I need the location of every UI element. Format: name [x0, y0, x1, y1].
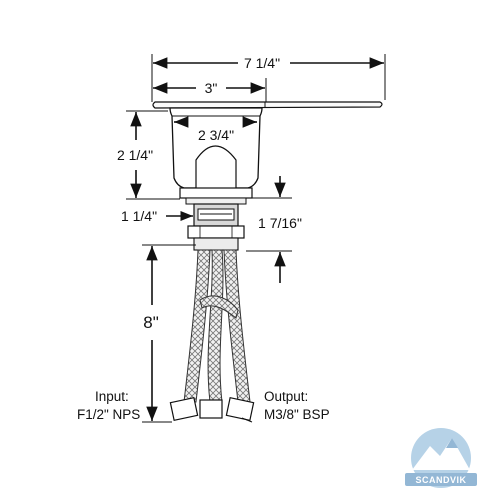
output-spec: M3/8" BSP — [264, 407, 330, 422]
output-label: Output: — [264, 389, 308, 404]
input-spec: F1/2" NPS — [77, 407, 140, 422]
input-note: Input: F1/2" NPS — [77, 389, 140, 422]
flange-width-label: 3" — [205, 80, 218, 96]
scandvik-logo: SCANDVIK — [405, 428, 477, 488]
flange-width-dimension: 3" — [151, 78, 267, 102]
logo-text: SCANDVIK — [415, 475, 466, 485]
overall-width-dimension: 7 1/4" — [151, 54, 386, 100]
body-height-dimension: 2 1/4" — [117, 110, 180, 200]
braided-hoses — [169, 249, 255, 423]
hose-length-label: 8" — [143, 313, 159, 332]
output-note: Output: M3/8" BSP — [264, 389, 330, 422]
overall-width-label: 7 1/4" — [244, 55, 280, 71]
hose-length-dimension: 8" — [142, 244, 196, 423]
thread-height-dimension: 1 7/16" — [246, 176, 302, 283]
thread-diameter-label: 1 1/4" — [121, 208, 157, 224]
body-width-label: 2 3/4" — [198, 127, 234, 143]
thread-height-label: 1 7/16" — [258, 215, 302, 231]
body-height-label: 2 1/4" — [117, 147, 153, 163]
body-width-dimension: 2 3/4" — [174, 116, 257, 143]
thread-diameter-dimension: 1 1/4" — [121, 208, 193, 224]
faucet-body — [152, 101, 383, 251]
input-label: Input: — [95, 389, 129, 404]
